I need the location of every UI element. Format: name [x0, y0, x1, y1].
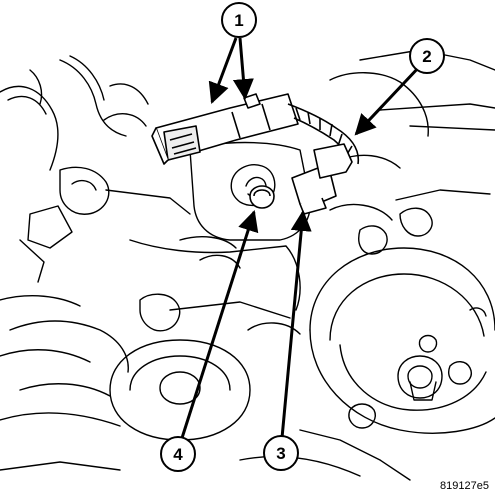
leader-lines: [180, 37, 422, 439]
callout-label-1: 1: [234, 11, 243, 30]
leader-line-4: [180, 209, 259, 439]
mounting-bolt: [249, 185, 275, 209]
callout-2: 2: [409, 38, 445, 74]
callout-label-3: 3: [276, 444, 285, 463]
callout-1: 1: [221, 2, 257, 38]
leader-line-3: [280, 209, 312, 439]
engine-line-art: [0, 49, 495, 481]
callout-label-4: 4: [173, 445, 183, 464]
callout-3: 3: [263, 435, 299, 471]
leader-line-1a: [208, 37, 238, 104]
leader-line-1b: [232, 37, 254, 101]
electrical-connector: [151, 93, 299, 165]
leader-line-2: [354, 64, 422, 136]
callout-4: 4: [160, 436, 196, 472]
figure-code: 819127e5: [440, 480, 489, 492]
callout-label-2: 2: [422, 47, 431, 66]
